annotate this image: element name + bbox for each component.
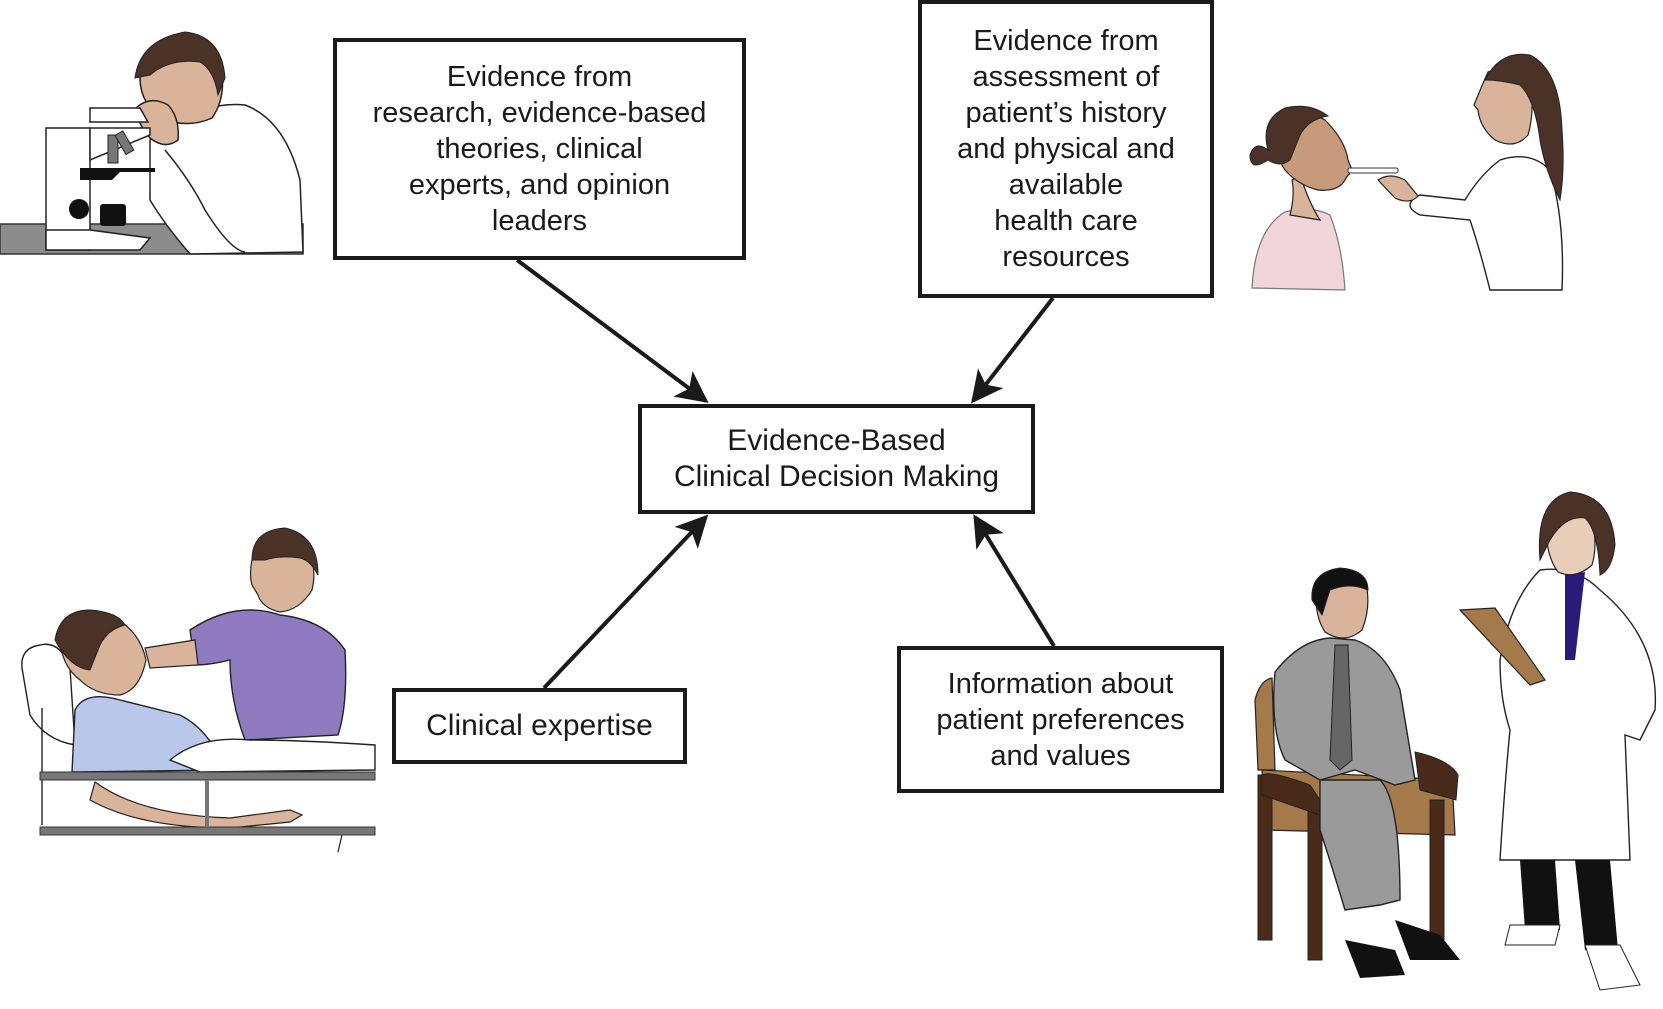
central-decision-label: Evidence-Based Clinical Decision Making	[673, 424, 1000, 493]
seated-woman-patient	[1249, 105, 1353, 291]
standing-nurse	[1377, 53, 1564, 291]
researcher-head	[134, 31, 226, 146]
central-decision-box: Evidence-Based Clinical Decision Making	[638, 404, 1035, 514]
microscope	[45, 107, 155, 251]
patient-assessment-evidence-label: Evidence from assessment of patient’s hi…	[957, 25, 1175, 273]
research-evidence-label: Evidence from research, evidence-based t…	[372, 61, 707, 237]
patient-in-bed	[54, 609, 376, 829]
seated-man-gray-suit	[1273, 567, 1460, 978]
arrow-expertise-to-center	[542, 514, 709, 690]
patient-preferences-label: Information about patient preferences an…	[936, 667, 1185, 772]
research-evidence-box: Evidence from research, evidence-based t…	[333, 38, 746, 260]
bed-pillow	[21, 643, 76, 825]
doctor-white-coat	[1458, 491, 1657, 991]
patient-assessment-evidence-box: Evidence from assessment of patient’s hi…	[918, 0, 1214, 298]
arrow-assessment-to-center	[971, 296, 1055, 404]
thermometer	[1347, 167, 1399, 174]
nurse-purple-scrubs	[144, 527, 347, 741]
bed-rails	[39, 771, 376, 853]
clinical-expertise-box: Clinical expertise	[392, 688, 687, 764]
wooden-chair	[1254, 677, 1459, 961]
arrow-research-to-center	[515, 258, 709, 403]
clinical-expertise-label: Clinical expertise	[426, 709, 653, 742]
arrow-preferences-to-center	[973, 514, 1056, 648]
patient-preferences-box: Information about patient preferences an…	[897, 646, 1224, 793]
